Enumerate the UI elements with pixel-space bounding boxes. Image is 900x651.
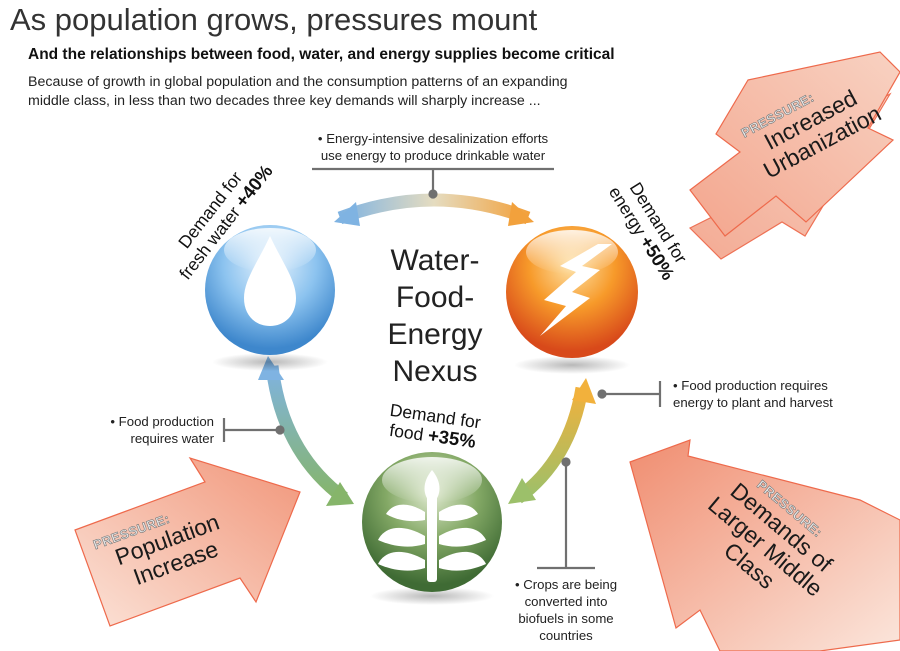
note-desalination-line1: • Energy-intensive desalinization effort…: [317, 131, 549, 146]
note-biofuels-line4: countries: [539, 628, 593, 643]
page-title: As population grows, pressures mount: [10, 2, 538, 37]
note-food-energy: • Food production requires energy to pla…: [673, 377, 873, 411]
pressure-arrow-urbanization: [688, 51, 900, 260]
note-food-water: • Food production requires water: [90, 413, 214, 447]
water-sphere: [205, 225, 335, 371]
pressure-arrow-middle-class: [629, 439, 900, 651]
intro-text: Because of growth in global population a…: [28, 74, 568, 109]
page-subtitle: And the relationships between food, wate…: [28, 46, 615, 63]
nexus-label-line1: Water-: [390, 244, 480, 277]
note-biofuels: • Crops are being converted into biofuel…: [506, 576, 626, 644]
note-food-water-line2: requires water: [130, 431, 214, 446]
lightning-bolt-icon: [540, 244, 612, 336]
nexus-label-line4: Nexus: [392, 355, 478, 388]
note-food-energy-line1: • Food production requires: [673, 378, 828, 393]
arrow-energy-food: [508, 378, 596, 504]
note-biofuels-line2: converted into: [524, 594, 608, 609]
nexus-label-line2: Food-: [395, 281, 475, 314]
wheat-icon: [378, 470, 486, 582]
food-sphere: [362, 452, 502, 605]
nexus-label: Water- Food- Energy Nexus: [368, 242, 502, 390]
connector-biofuels: [537, 457, 595, 570]
note-biofuels-line1: • Crops are being: [514, 577, 618, 592]
note-food-water-line1: • Food production: [110, 414, 214, 429]
connector-desalination: [312, 167, 554, 199]
energy-sphere: [506, 226, 638, 374]
note-desalination: • Energy-intensive desalinization effort…: [304, 130, 562, 164]
nexus-label-line3: Energy: [387, 318, 483, 351]
note-biofuels-line3: biofuels in some: [518, 611, 614, 626]
pressure-arrow-population: [74, 456, 301, 627]
note-desalination-line2: use energy to produce drinkable water: [320, 148, 546, 163]
water-drop-icon: [244, 236, 296, 326]
note-food-energy-line2: energy to plant and harvest: [673, 395, 833, 410]
arrow-water-energy: [334, 193, 534, 226]
connector-food-energy: [597, 381, 662, 407]
connector-food-water: [222, 418, 285, 442]
